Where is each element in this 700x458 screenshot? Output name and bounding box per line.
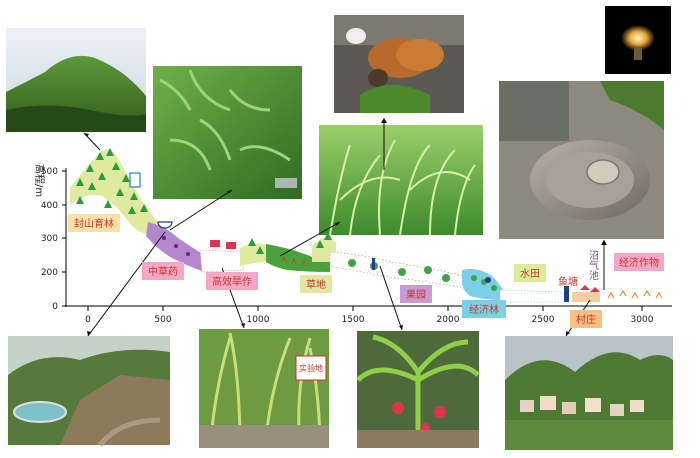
photo-cattle (334, 15, 464, 113)
x-tick-label: 500 (154, 315, 171, 325)
svg-text:高效旱作: 高效旱作 (212, 275, 252, 288)
zone-label-shuitian: 水田 (514, 264, 546, 282)
svg-text:经济林: 经济林 (469, 303, 499, 316)
svg-text:村庄: 村庄 (576, 313, 596, 326)
x-tick-label: 1500 (342, 315, 365, 325)
greenhouse-icon (210, 240, 220, 247)
mountain-trees (76, 148, 332, 254)
y-axis-title: 高程/m (33, 164, 46, 197)
svg-text:中草药: 中草药 (148, 265, 178, 278)
band-slope (240, 243, 268, 266)
svg-text:封山育林: 封山育林 (74, 217, 114, 230)
photo-village (505, 336, 673, 450)
zone-label-jingjizuowu: 经济作物 (614, 253, 664, 271)
y-tick-label: 500 (41, 167, 58, 177)
pointer-arrowheads (84, 118, 607, 336)
well-icon (157, 221, 173, 229)
x-tick-label: 0 (85, 315, 91, 325)
village-house-icon (590, 287, 600, 292)
greenhouse-icon (226, 242, 236, 249)
zone-label-zhaoqichi: 沼气池 (587, 249, 599, 280)
photo-biogas-lamp (605, 6, 671, 74)
x-tick-label: 2500 (532, 315, 555, 325)
zone-label-fengshan: 封山育林 (68, 214, 120, 232)
photo-grass-field (319, 125, 483, 236)
x-tick-label: 1000 (247, 315, 270, 325)
herb-plants (162, 236, 190, 256)
economic-forest-trees (471, 275, 497, 291)
village-house-icon (580, 285, 590, 290)
zone-label-yutang: 鱼塘 (558, 275, 578, 288)
photo-maize-trial-plot: 实验地 (199, 329, 329, 449)
y-tick-label: 300 (41, 234, 58, 244)
zone-label-guoyuan: 果园 (400, 285, 432, 303)
band-village (572, 292, 600, 302)
band-paddy (499, 289, 563, 303)
band-grassland (266, 244, 330, 272)
photo-herb-leaves (153, 66, 302, 199)
photo-terraced-karst (8, 336, 170, 447)
y-axis: 0 200 300 400 500 高程/m (33, 164, 67, 312)
x-axis: 0 500 1000 1500 2000 2500 3000 (66, 305, 672, 325)
zone-label-cunzhuang: 村庄 (570, 310, 602, 328)
svg-text:水田: 水田 (520, 268, 540, 280)
svg-text:草地: 草地 (306, 278, 326, 291)
fish-pond-icon (564, 286, 569, 302)
zone-label-jingjilin: 经济林 (462, 300, 506, 318)
photo-biogas-pit (499, 81, 664, 239)
orchard-post-icon (372, 258, 375, 270)
pump-icon (485, 277, 491, 283)
x-tick-label: 3000 (631, 315, 654, 325)
photo-dragon-fruit (356, 331, 480, 448)
photo-forest-hill (6, 28, 146, 132)
zone-label-gaoxiao: 高效旱作 (206, 272, 258, 290)
trial-plot-sign: 实验地 (299, 363, 323, 373)
reservoir-icon (129, 172, 141, 188)
svg-text:果园: 果园 (406, 289, 426, 301)
band-orchard (329, 251, 467, 289)
y-tick-label: 0 (52, 302, 58, 312)
cash-crop-sprouts (607, 290, 663, 299)
band-dry-crop (199, 249, 245, 273)
grass-tufts (281, 255, 307, 267)
zone-label-caodi: 草地 (300, 275, 332, 293)
zone-label-zhongcaoyao: 中草药 (142, 262, 184, 280)
y-tick-label: 400 (41, 201, 58, 211)
x-tick-label: 2000 (437, 315, 460, 325)
y-tick-label: 200 (41, 268, 58, 278)
svg-text:经济作物: 经济作物 (619, 256, 659, 269)
